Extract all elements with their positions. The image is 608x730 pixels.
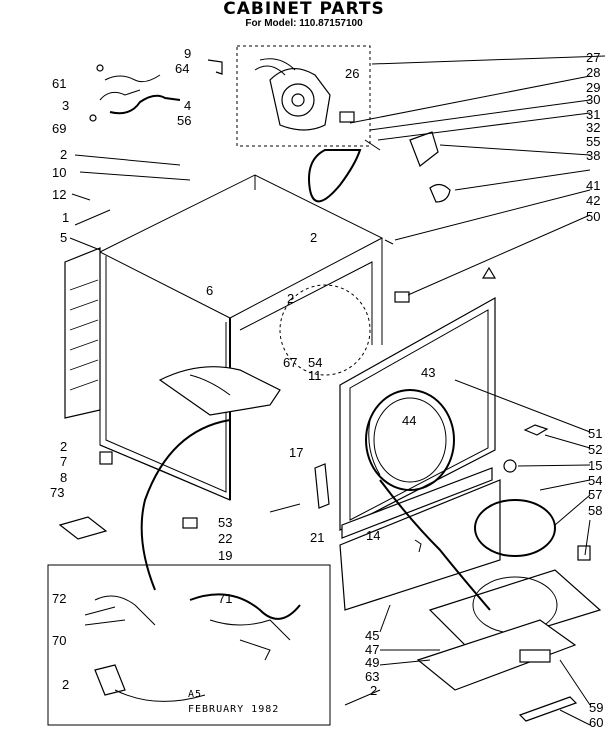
callout-5: 5: [60, 230, 67, 245]
page-title: CABINET PARTS: [223, 0, 385, 19]
callout-53: 53: [218, 515, 232, 530]
callout-12: 12: [52, 187, 66, 202]
callout-59: 59: [589, 700, 603, 715]
callouts-left: 61 64 9 3 4 69 56 2 10 12 1 5 6 2 67 54 …: [50, 46, 380, 692]
callout-44: 44: [402, 413, 416, 428]
callout-54-b: 54: [588, 473, 602, 488]
callout-14: 14: [366, 528, 380, 543]
callout-64: 64: [175, 61, 189, 76]
callout-49: 49: [365, 655, 379, 670]
callout-19: 19: [218, 548, 232, 563]
callout-21: 21: [310, 530, 324, 545]
callout-6: 6: [206, 283, 213, 298]
callout-73: 73: [50, 485, 64, 500]
callout-55: 55: [586, 134, 600, 149]
callout-9: 9: [184, 46, 191, 61]
callout-67: 67: [283, 355, 297, 370]
callout-26: 26: [345, 66, 359, 81]
callout-1: 1: [62, 210, 69, 225]
callout-2-b: 2: [287, 291, 294, 306]
callout-7: 7: [60, 454, 67, 469]
callout-72: 72: [52, 591, 66, 606]
callouts-right: 26 27 28 29 30 31 32 55 38 41 42 50 2 43…: [310, 50, 603, 730]
front-panel: [339, 296, 549, 531]
callout-11: 11: [308, 368, 322, 383]
callout-70: 70: [52, 633, 66, 648]
callout-45: 45: [365, 628, 379, 643]
callout-52: 52: [588, 442, 602, 457]
callout-2-e: 2: [310, 230, 317, 245]
callout-56: 56: [177, 113, 191, 128]
callout-2-f: 2: [370, 683, 377, 698]
date-stamp: A5 FEBRUARY 1982: [188, 689, 279, 715]
callout-4: 4: [184, 98, 191, 113]
callout-47: 47: [365, 642, 379, 657]
drum-belt: [308, 139, 381, 203]
callout-43: 43: [421, 365, 435, 380]
callout-54-a: 54: [308, 355, 322, 370]
small-hardware: [58, 463, 422, 553]
callout-51: 51: [588, 426, 602, 441]
callout-10: 10: [52, 165, 66, 180]
callout-32: 32: [586, 120, 600, 135]
stamp-date: FEBRUARY 1982: [188, 704, 279, 715]
callout-27: 27: [586, 50, 600, 65]
right-side-parts: [384, 131, 497, 303]
callout-2-a: 2: [60, 147, 67, 162]
model-number: For Model: 110.87157100: [245, 18, 363, 29]
callout-31: 31: [586, 107, 600, 122]
callout-41: 41: [586, 178, 600, 193]
callout-15: 15: [588, 458, 602, 473]
callout-30: 30: [586, 92, 600, 107]
callout-2-d: 2: [62, 677, 69, 692]
callout-60: 60: [589, 715, 603, 730]
wiring-inset: [47, 564, 331, 726]
leader-lines: [69, 55, 606, 726]
callout-8: 8: [60, 470, 67, 485]
callout-2-c: 2: [60, 439, 67, 454]
callout-38: 38: [586, 148, 600, 163]
wire-harness-parts: [89, 59, 223, 122]
callout-63: 63: [365, 669, 379, 684]
motor-assembly: [236, 45, 371, 147]
cabinet-body: [64, 174, 384, 501]
callout-29: 29: [586, 80, 600, 95]
power-cord: [140, 419, 491, 611]
callout-50: 50: [586, 209, 600, 224]
callout-69: 69: [52, 121, 66, 136]
callout-71: 71: [218, 591, 232, 606]
callout-58: 58: [588, 503, 602, 518]
callout-28: 28: [586, 65, 600, 80]
toe-panel-and-door: [339, 467, 602, 722]
callout-17: 17: [289, 445, 303, 460]
callout-61: 61: [52, 76, 66, 91]
callout-42: 42: [586, 193, 600, 208]
callout-22: 22: [218, 531, 232, 546]
callout-3: 3: [62, 98, 69, 113]
callout-57: 57: [588, 487, 602, 502]
stamp-code: A5: [188, 689, 202, 700]
